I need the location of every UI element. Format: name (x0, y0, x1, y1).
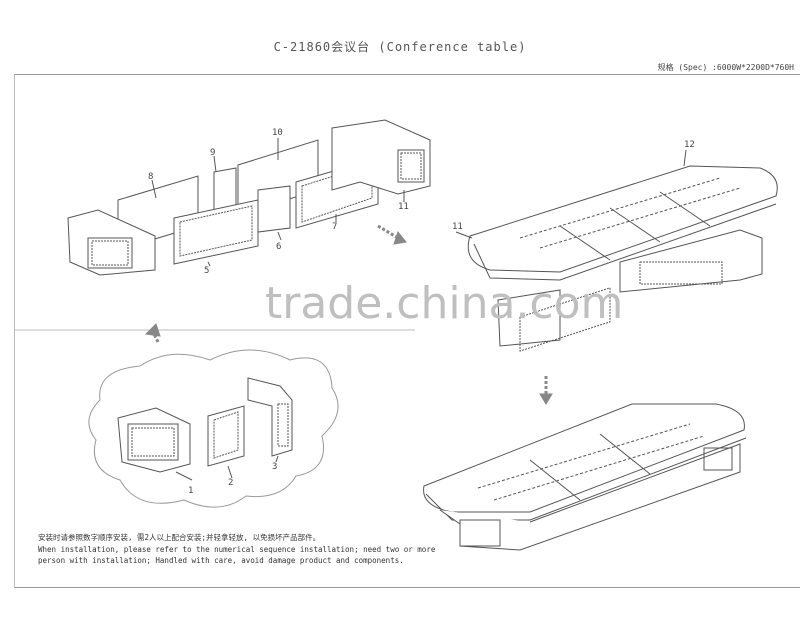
finished-table-drawing (423, 287, 747, 551)
part-label-11-base: 11 (398, 202, 409, 212)
part-label-6: 6 (276, 242, 282, 252)
instruction-english-1: When installation, please refer to the n… (38, 545, 436, 554)
part-label-12: 12 (684, 140, 695, 150)
part-label-11-top: 11 (452, 222, 463, 232)
diagram-frame (14, 74, 800, 588)
part-label-10: 10 (272, 128, 283, 138)
spec-label: 规格 (Spec) :6000W*2200D*760H (657, 63, 794, 72)
arrow-step-down (539, 376, 553, 405)
part-label-3: 3 (272, 462, 278, 472)
instruction-english-2: person with installation; Handled with c… (38, 556, 404, 565)
part-label-2: 2 (228, 478, 234, 488)
part-label-5: 5 (204, 266, 210, 276)
arrow-step-right (377, 224, 407, 245)
watermark-text: trade.china.com (265, 278, 624, 329)
tabletop-assembly-drawing (455, 149, 778, 347)
part-label-7: 7 (332, 222, 338, 232)
arrow-step-up (144, 323, 161, 343)
start-parts-drawing (88, 349, 339, 508)
part-label-1: 1 (188, 486, 194, 496)
exploded-base-drawing (67, 119, 431, 276)
part-label-9: 9 (210, 148, 216, 158)
diagram-title: C-21860会议台 (Conference table) (273, 40, 527, 54)
part-label-8: 8 (148, 172, 154, 182)
instruction-chinese: 安装时请参照数字顺序安装, 需2人以上配合安装;并轻拿轻放, 以免损坏产品部件。 (38, 533, 321, 542)
